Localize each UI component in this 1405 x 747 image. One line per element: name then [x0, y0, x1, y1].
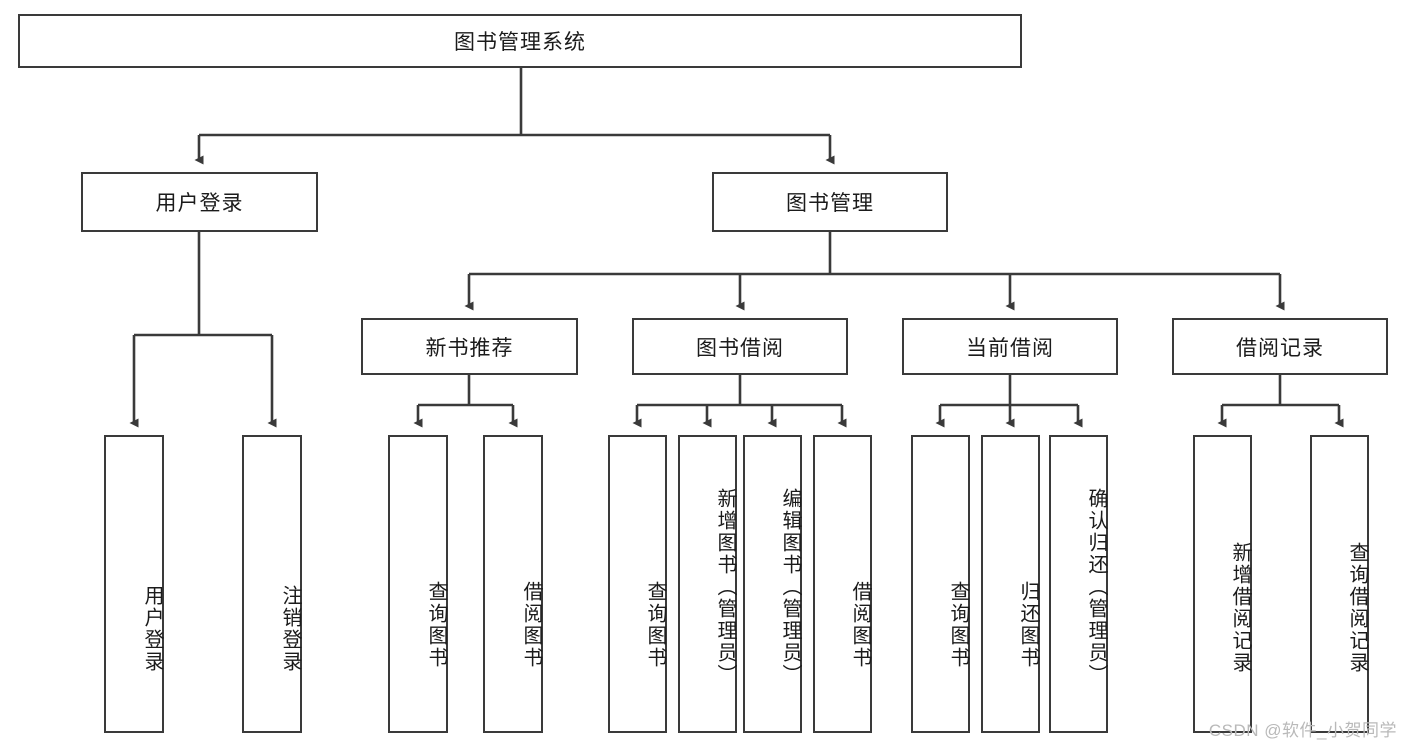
node-user-login[interactable]: 用户登录 [81, 172, 318, 232]
node-leaf-logout-login-label: 注销登录 [279, 585, 301, 673]
node-book-management[interactable]: 图书管理 [712, 172, 948, 232]
node-leaf-query-book-2[interactable]: 查询图书 [608, 435, 667, 733]
node-leaf-query-book-3-label: 查询图书 [947, 581, 969, 669]
node-leaf-edit-book[interactable]: 编辑图书（管理员） [743, 435, 802, 733]
node-leaf-borrow-book-1-label: 借阅图书 [520, 581, 542, 669]
node-user-login-label: 用户登录 [155, 192, 244, 215]
node-leaf-add-book[interactable]: 新增图书（管理员） [678, 435, 737, 733]
node-borrow-record-label: 借阅记录 [1236, 336, 1324, 360]
node-leaf-query-record[interactable]: 查询借阅记录 [1310, 435, 1369, 733]
node-leaf-query-book-1[interactable]: 查询图书 [388, 435, 448, 733]
node-book-borrow-label: 图书借阅 [696, 336, 784, 360]
node-leaf-user-login-label: 用户登录 [141, 585, 163, 673]
watermark-text: CSDN @软件_小贺同学 [1208, 721, 1397, 740]
node-leaf-borrow-book-2-label: 借阅图书 [849, 581, 871, 669]
node-leaf-query-book-2-label: 查询图书 [644, 581, 666, 669]
node-leaf-edit-book-label: 编辑图书（管理员） [779, 488, 801, 686]
node-new-book-recommend[interactable]: 新书推荐 [361, 318, 578, 375]
node-leaf-query-record-label: 查询借阅记录 [1346, 542, 1368, 674]
node-leaf-add-record[interactable]: 新增借阅记录 [1193, 435, 1252, 733]
node-leaf-logout-login[interactable]: 注销登录 [242, 435, 302, 733]
node-borrow-record[interactable]: 借阅记录 [1172, 318, 1388, 375]
node-current-borrow-label: 当前借阅 [966, 336, 1054, 360]
node-current-borrow[interactable]: 当前借阅 [902, 318, 1118, 375]
node-leaf-return-book[interactable]: 归还图书 [981, 435, 1040, 733]
node-new-book-recommend-label: 新书推荐 [425, 336, 514, 360]
node-leaf-borrow-book-1[interactable]: 借阅图书 [483, 435, 543, 733]
node-root-label: 图书管理系统 [454, 31, 586, 54]
node-leaf-confirm-return[interactable]: 确认归还（管理员） [1049, 435, 1108, 733]
node-leaf-add-record-label: 新增借阅记录 [1229, 542, 1251, 674]
node-book-borrow[interactable]: 图书借阅 [632, 318, 848, 375]
node-book-management-label: 图书管理 [786, 192, 874, 215]
node-leaf-confirm-return-label: 确认归还（管理员） [1085, 488, 1107, 686]
node-leaf-return-book-label: 归还图书 [1017, 581, 1039, 669]
node-root[interactable]: 图书管理系统 [18, 14, 1022, 68]
node-leaf-borrow-book-2[interactable]: 借阅图书 [813, 435, 872, 733]
node-leaf-add-book-label: 新增图书（管理员） [714, 488, 736, 686]
node-leaf-user-login[interactable]: 用户登录 [104, 435, 164, 733]
node-leaf-query-book-3[interactable]: 查询图书 [911, 435, 970, 733]
node-leaf-query-book-1-label: 查询图书 [425, 581, 447, 669]
